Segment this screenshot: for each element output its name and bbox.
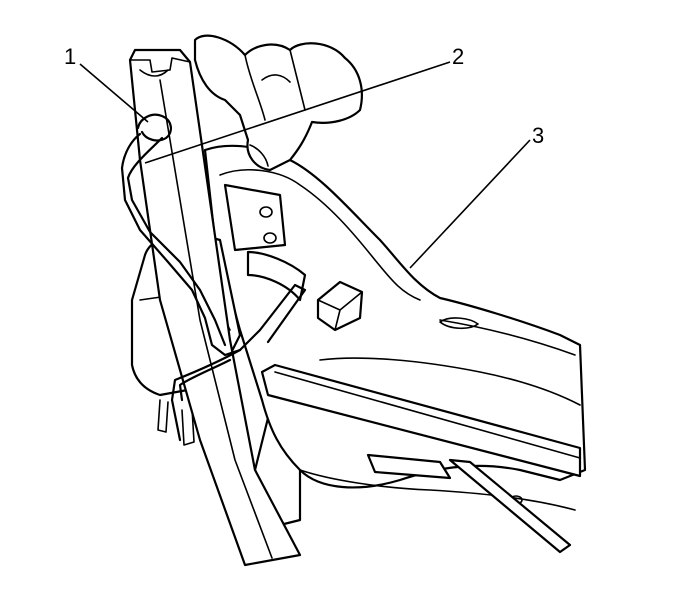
leader-line-3 xyxy=(409,139,531,269)
wire-clip-loop xyxy=(136,113,172,142)
hand xyxy=(193,34,363,172)
panel-rib-lower xyxy=(319,357,581,406)
finger-line-2 xyxy=(289,49,306,111)
rail-channel-top xyxy=(129,57,191,73)
cross-bar-body xyxy=(260,363,582,478)
callout-1: 1 xyxy=(64,44,76,69)
callout-2: 2 xyxy=(452,44,464,69)
rail-body xyxy=(128,48,302,567)
panel-bottom-edge xyxy=(299,469,576,511)
panel-rib xyxy=(439,319,576,356)
wire-clip xyxy=(120,113,307,442)
hand-outline xyxy=(193,34,363,172)
boss-top xyxy=(317,291,363,331)
rail-inner-line xyxy=(159,79,273,559)
raised-boss xyxy=(316,280,364,332)
finger-line-1 xyxy=(244,54,266,121)
bracket-assembly xyxy=(203,144,587,527)
wire-clip-lower xyxy=(170,348,242,442)
connector-pin-1 xyxy=(157,399,169,433)
slot-opening xyxy=(246,250,307,302)
cross-bar xyxy=(260,363,582,478)
rail-lip xyxy=(139,69,169,77)
wire-clip-hook xyxy=(238,283,307,352)
wire-clip-arm-return xyxy=(126,136,227,347)
diagonal-strap xyxy=(448,458,572,554)
vertical-rail xyxy=(128,48,302,567)
connector-pin-2 xyxy=(181,407,195,446)
wire-clip-lower-return xyxy=(178,358,232,402)
leader-line-1 xyxy=(79,63,149,123)
knuckle-line xyxy=(261,74,291,83)
bolt-hole-upper xyxy=(259,206,273,218)
wire-clip-arm xyxy=(120,132,242,357)
bolt-hole-lower xyxy=(263,232,277,244)
leader-line-2 xyxy=(144,61,451,164)
callout-3: 3 xyxy=(532,123,544,148)
cross-bar-edge xyxy=(274,371,581,459)
fingertip-line xyxy=(249,144,269,167)
upper-right-slot xyxy=(439,317,479,330)
panel-inner-contour xyxy=(219,169,421,301)
lower-slot xyxy=(366,453,452,480)
